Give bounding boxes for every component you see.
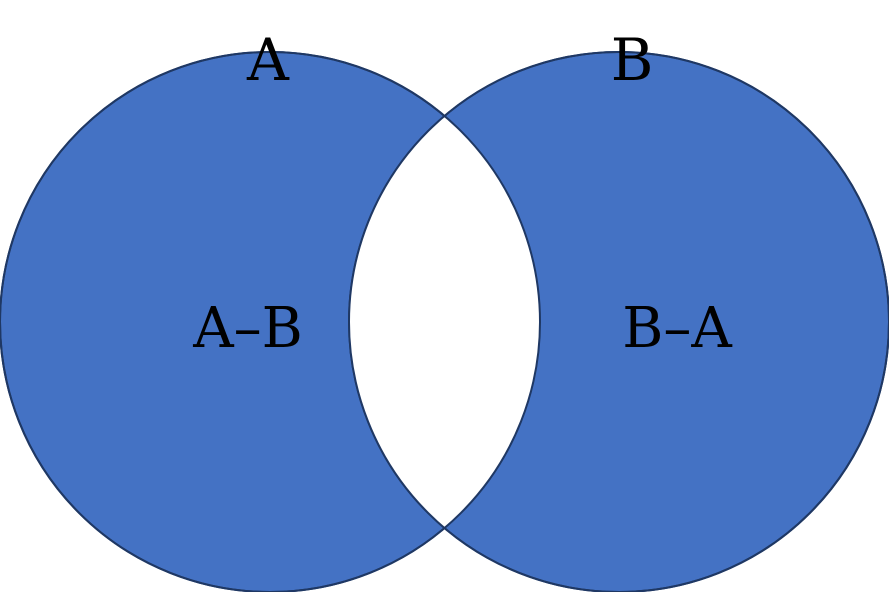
set-b-outline — [348, 51, 889, 592]
intersection-region — [349, 52, 540, 592]
set-b-label: B — [611, 26, 654, 94]
right-region-label: B–A — [622, 296, 732, 361]
left-region-label: A–B — [192, 296, 303, 361]
set-a-label: A — [246, 26, 290, 94]
set-a-outline — [0, 51, 541, 592]
